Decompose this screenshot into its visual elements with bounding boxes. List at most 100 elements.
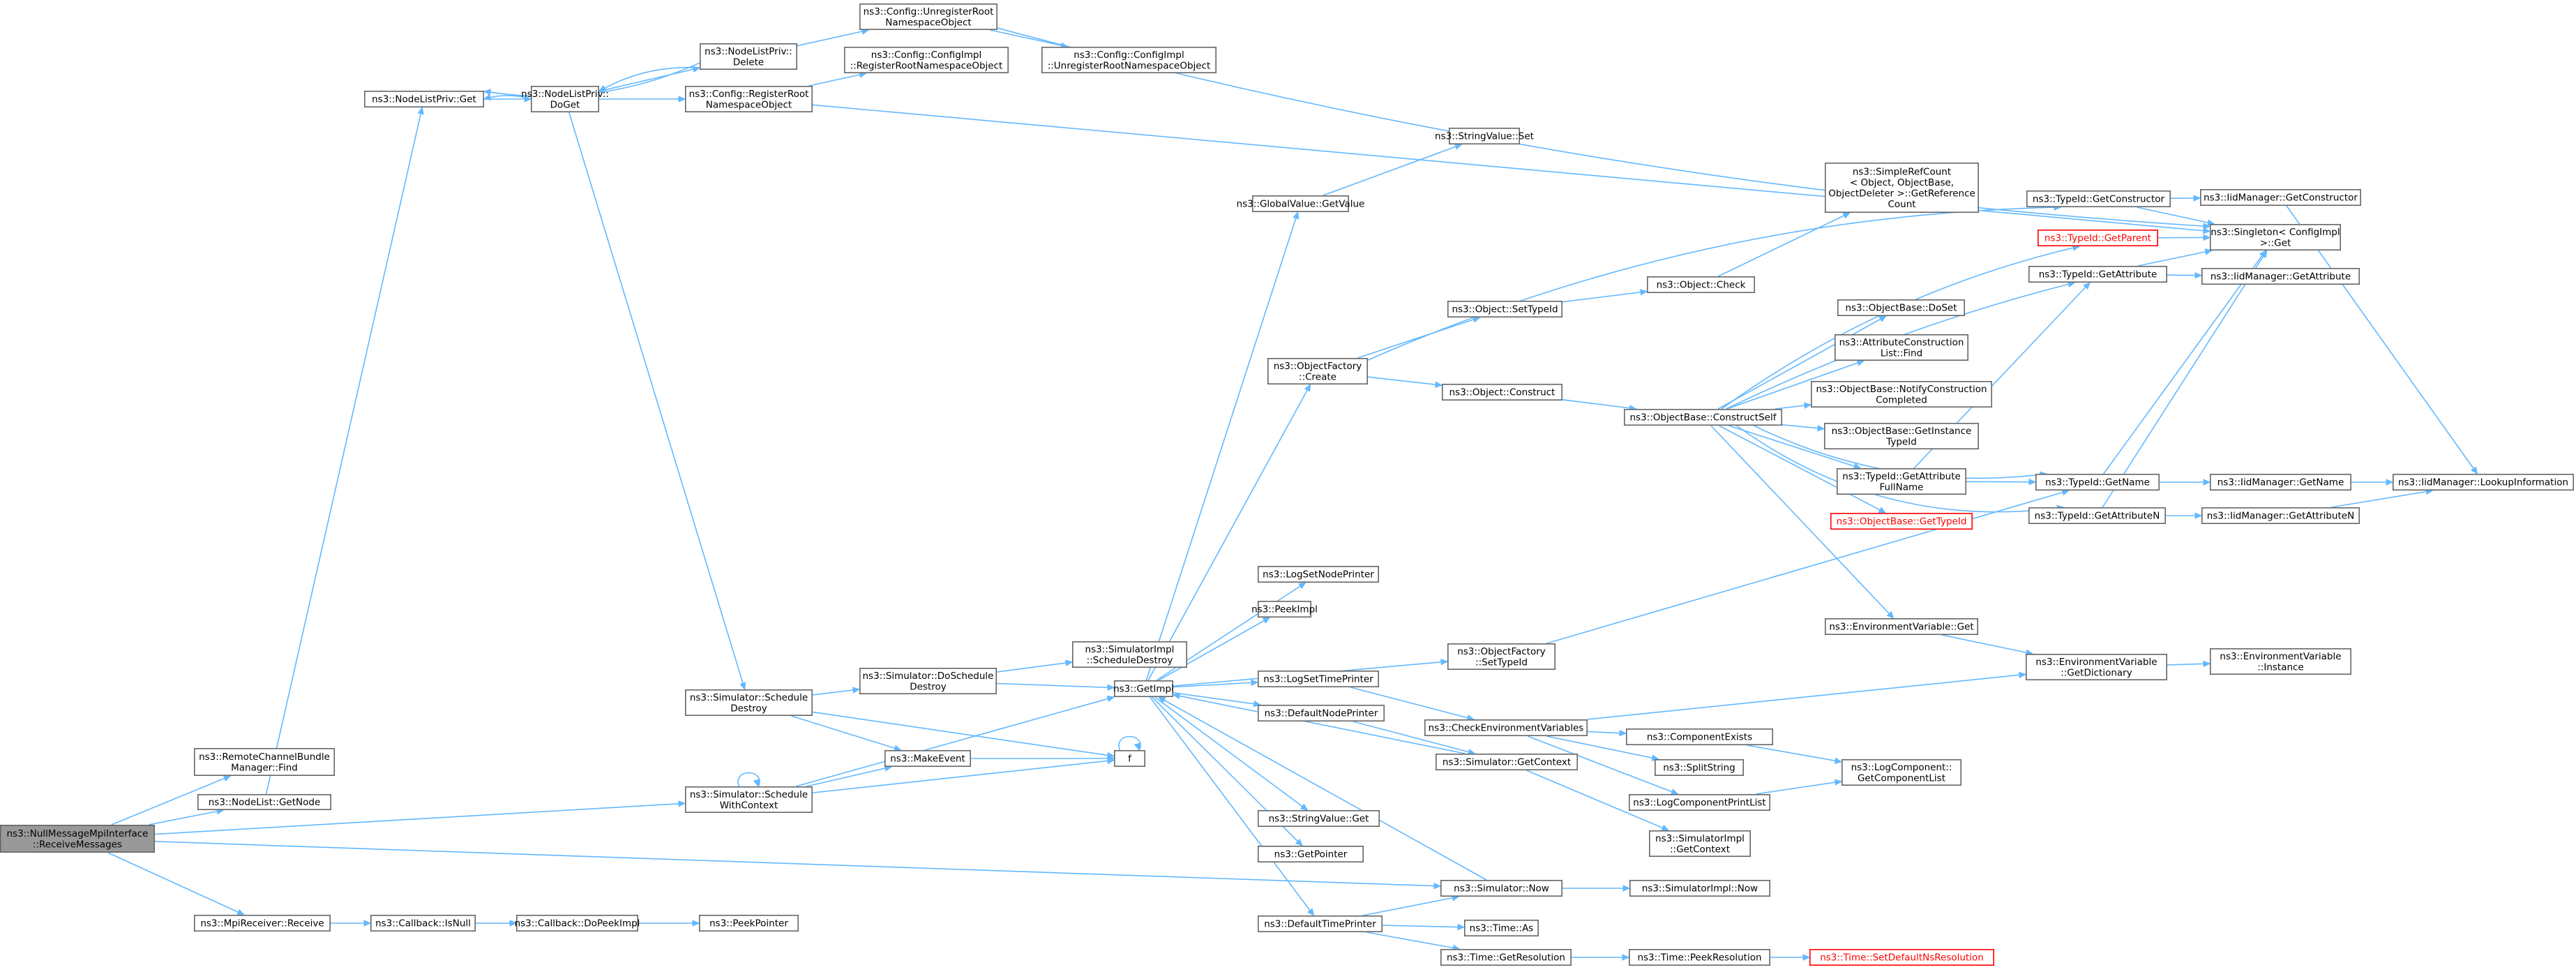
node-sim_getctx[interactable]: ns3::Simulator::GetContext: [1436, 754, 1579, 771]
node-cfgimpl_unreg-label-0: ns3::Config::ConfigImpl: [1074, 50, 1184, 61]
node-getpointer[interactable]: ns3::GetPointer: [1258, 846, 1364, 863]
node-simimpl_getctx[interactable]: ns3::SimulatorImpl::GetContext: [1649, 830, 1752, 858]
node-time_getres[interactable]: ns3::Time::GetResolution: [1440, 949, 1572, 966]
node-time_setdefault[interactable]: ns3::Time::SetDefaultNsResolution: [1809, 949, 1995, 966]
node-comp_exists[interactable]: ns3::ComponentExists: [1626, 728, 1774, 746]
node-tid_getattr[interactable]: ns3::TypeId::GetAttribute: [2028, 265, 2168, 283]
node-cfgimpl_unreg[interactable]: ns3::Config::ConfigImpl::UnregisterRootN…: [1041, 47, 1217, 74]
node-default_time[interactable]: ns3::DefaultTimePrinter: [1258, 915, 1383, 933]
node-tid_getname[interactable]: ns3::TypeId::GetName: [2035, 473, 2160, 491]
node-of_settypeid[interactable]: ns3::ObjectFactory::SetTypeId: [1447, 643, 1556, 670]
node-obj_settypeid[interactable]: ns3::Object::SetTypeId: [1447, 300, 1563, 317]
node-env_instance-label-1: ::Instance: [2257, 661, 2304, 673]
node-iid_getattrn[interactable]: ns3::IidManager::GetAttributeN: [2201, 507, 2360, 524]
node-log_set_time[interactable]: ns3::LogSetTimePrinter: [1258, 670, 1380, 687]
arrowhead-nlp_doget-to-sched_destroy: [739, 682, 746, 691]
node-mpi_recv[interactable]: ns3::MpiReceiver::Receive: [193, 915, 331, 932]
node-objbase_construct[interactable]: ns3::ObjectBase::ConstructSelf: [1624, 408, 1783, 426]
arrowhead-sched_ctx-to-getimpl: [1106, 695, 1115, 703]
node-cfg_unreg[interactable]: ns3::Config::UnregisterRootNamespaceObje…: [859, 3, 998, 31]
node-split_string[interactable]: ns3::SplitString: [1655, 759, 1745, 777]
edge-sched_destroy-to-do_sched_destroy: [812, 689, 860, 696]
node-peekpointer[interactable]: ns3::PeekPointer: [698, 915, 799, 932]
node-obj_check[interactable]: ns3::Object::Check: [1647, 276, 1756, 293]
node-cfg_reg[interactable]: ns3::Config::RegisterRootNamespaceObject: [684, 86, 813, 113]
node-of_settypeid-label-1: ::SetTypeId: [1475, 657, 1528, 668]
node-time_peekres[interactable]: ns3::Time::PeekResolution: [1629, 949, 1771, 966]
node-root-label-1: ::ReceiveMessages: [33, 839, 122, 850]
node-tid_getattrn-label-0: ns3::TypeId::GetAttributeN: [2035, 511, 2160, 522]
node-nl_getnode[interactable]: ns3::NodeList::GetNode: [197, 794, 331, 811]
node-tid_getattrn[interactable]: ns3::TypeId::GetAttributeN: [2028, 507, 2167, 524]
arrowhead-getimpl-to-peekimpl: [1262, 617, 1271, 624]
node-env_getdict[interactable]: ns3::EnvironmentVariable::GetDictionary: [2026, 653, 2168, 680]
node-f[interactable]: f: [1114, 750, 1146, 768]
arrowhead-getimpl-to-gv_getvalue: [1293, 211, 1300, 220]
edge-cfg_reg-to-cfgimpl_reg: [808, 73, 866, 87]
node-root[interactable]: ns3::NullMessageMpiInterface::ReceiveMes…: [0, 825, 155, 853]
node-do_sched_destroy-label-1: Destroy: [910, 681, 947, 692]
node-nlp_doget[interactable]: ns3::NodeListPriv::DoGet: [521, 86, 609, 113]
node-env_instance[interactable]: ns3::EnvironmentVariable::Instance: [2210, 648, 2352, 675]
node-sv_get[interactable]: ns3::StringValue::Get: [1258, 810, 1380, 828]
node-iid_getname[interactable]: ns3::IidManager::GetName: [2210, 473, 2352, 491]
node-iid_getattr-box: [2201, 267, 2360, 285]
node-tid_getattrfull-label-1: FullName: [1880, 481, 1924, 493]
node-iid_getctor[interactable]: ns3::IidManager::GetConstructor: [2200, 188, 2362, 206]
node-objbase_getinst-label-0: ns3::ObjectBase::GetInstance: [1832, 426, 1972, 437]
node-nlp_delete[interactable]: ns3::NodeListPriv::Delete: [699, 43, 797, 70]
node-log_set_node[interactable]: ns3::LogSetNodePrinter: [1258, 565, 1380, 583]
node-nlp_get[interactable]: ns3::NodeListPriv::Get: [363, 91, 484, 108]
node-sched_destroy[interactable]: ns3::Simulator::ScheduleDestroy: [684, 689, 813, 716]
node-log_comp_print-label-0: ns3::LogComponentPrintList: [1633, 798, 1765, 809]
node-singleton_get[interactable]: ns3::Singleton< ConfigImpl>::Get: [2210, 223, 2342, 251]
node-objbase_getinst-label-1: TypeId: [1885, 436, 1917, 447]
node-make_event[interactable]: ns3::MakeEvent: [884, 750, 972, 768]
node-simimpl_now[interactable]: ns3::SimulatorImpl::Now: [1629, 880, 1771, 897]
node-getimpl-box: [1114, 680, 1174, 697]
node-gv_getvalue[interactable]: ns3::GlobalValue::GetValue: [1237, 195, 1365, 212]
edge-nlp_delete-to-cfg_unreg: [797, 29, 869, 47]
node-sim_now[interactable]: ns3::Simulator::Now: [1440, 880, 1563, 897]
node-tid_getctor[interactable]: ns3::TypeId::GetConstructor: [2026, 190, 2171, 207]
node-env_getdict-label-1: ::GetDictionary: [2061, 667, 2132, 678]
node-of_create[interactable]: ns3::ObjectFactory::Create: [1267, 357, 1369, 384]
node-iid_getattr[interactable]: ns3::IidManager::GetAttribute: [2201, 267, 2360, 285]
node-tid_getattrn-box: [2028, 507, 2167, 524]
node-peekimpl[interactable]: ns3::PeekImpl: [1251, 600, 1318, 618]
node-tid_getparent[interactable]: ns3::TypeId::GetParent: [2038, 229, 2159, 246]
node-env_get[interactable]: ns3::EnvironmentVariable::Get: [1825, 618, 1979, 635]
node-obj_construct[interactable]: ns3::Object::Construct: [1442, 383, 1563, 401]
edge-check_env-to-split_string: [1546, 735, 1659, 760]
node-sv_set[interactable]: ns3::StringValue::Set: [1435, 128, 1534, 145]
edge-obj_check-to-simple_refcount: [1718, 212, 1851, 277]
node-log_comp_print[interactable]: ns3::LogComponentPrintList: [1629, 794, 1771, 812]
arrowhead-getimpl-to-of_create: [1304, 383, 1311, 392]
node-iid_lookup[interactable]: ns3::IidManager::LookupInformation: [2393, 473, 2575, 491]
node-simimpl_sched_destroy[interactable]: ns3::SimulatorImpl::ScheduleDestroy: [1072, 641, 1188, 668]
node-peekimpl-label-0: ns3::PeekImpl: [1251, 604, 1318, 615]
node-simple_refcount[interactable]: ns3::SimpleRefCount< Object, ObjectBase,…: [1825, 163, 1980, 214]
node-cb_dopeek[interactable]: ns3::Callback::DoPeekImpl: [515, 915, 640, 932]
node-objbase_notify[interactable]: ns3::ObjectBase::NotifyConstructionCompl…: [1811, 380, 1993, 408]
node-getimpl[interactable]: ns3::GetImpl: [1113, 680, 1174, 697]
arrowhead-mpi_recv-to-cb_isnull: [363, 920, 372, 927]
node-default_node[interactable]: ns3::DefaultNodePrinter: [1258, 704, 1385, 721]
node-cfgimpl_reg[interactable]: ns3::Config::ConfigImpl::RegisterRootNam…: [844, 47, 1009, 74]
edge-objbase_construct-to-objbase_gettid: [1719, 425, 1886, 514]
node-cb_isnull[interactable]: ns3::Callback::IsNull: [370, 915, 476, 932]
node-objbase_doset[interactable]: ns3::ObjectBase::DoSet: [1837, 299, 1966, 316]
node-nlp_doget-label-0: ns3::NodeListPriv::: [521, 89, 609, 100]
node-log_getcomplist[interactable]: ns3::LogComponent::GetComponentList: [1841, 759, 1962, 786]
node-check_env[interactable]: ns3::CheckEnvironmentVariables: [1424, 719, 1588, 737]
node-do_sched_destroy-label-0: ns3::Simulator::DoSchedule: [863, 671, 994, 682]
node-time_as[interactable]: ns3::Time::As: [1464, 920, 1539, 937]
node-objbase_gettid[interactable]: ns3::ObjectBase::GetTypeId: [1830, 512, 1973, 530]
node-gv_getvalue-box: [1252, 195, 1350, 212]
